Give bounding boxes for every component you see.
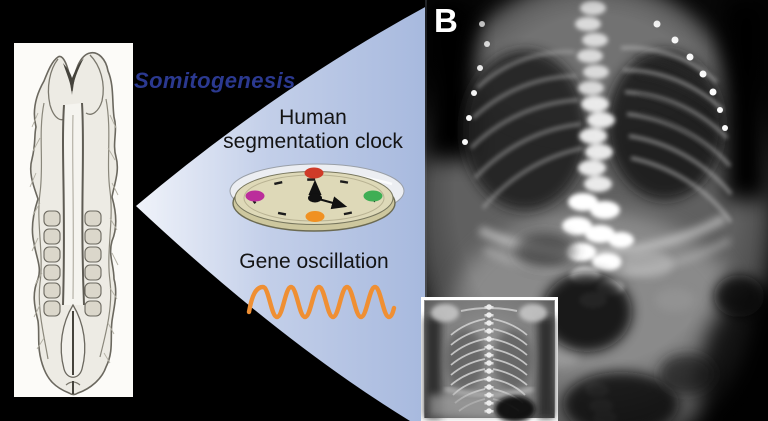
panel-b-xray: B (421, 0, 768, 421)
clock-dot-12-red (304, 167, 324, 179)
clock-dot-9-magenta (245, 190, 265, 202)
inset-stomach-bubble (495, 396, 535, 421)
clock-caption-line1: Human (279, 106, 347, 129)
clock-caption-line2: segmentation clock (223, 130, 403, 154)
sine-wave-path (246, 284, 397, 320)
clock-caption: Human segmentation clock (205, 106, 421, 155)
embryo-illustration-panel (14, 43, 133, 397)
infant-chest-xray-inset (421, 297, 558, 421)
panel-b-letter: B (434, 2, 458, 39)
embryo-head-cleft (63, 58, 84, 95)
clock-center (308, 193, 322, 203)
embryo-somites (43, 210, 102, 317)
petri-dish-clock-icon (229, 163, 405, 232)
inset-spine (484, 304, 494, 414)
clock-dot-6-orange (305, 211, 325, 222)
gene-oscillation-caption: Gene oscillation (239, 250, 389, 273)
embryo-hatching (29, 112, 119, 364)
somitogenesis-title: Somitogenesis (134, 68, 296, 93)
embryo-engraving-illustration (29, 51, 119, 396)
infant-thoracolumbar-xray (425, 0, 768, 421)
sine-wave-icon (246, 284, 397, 320)
clock-dot-3-green (363, 190, 383, 202)
